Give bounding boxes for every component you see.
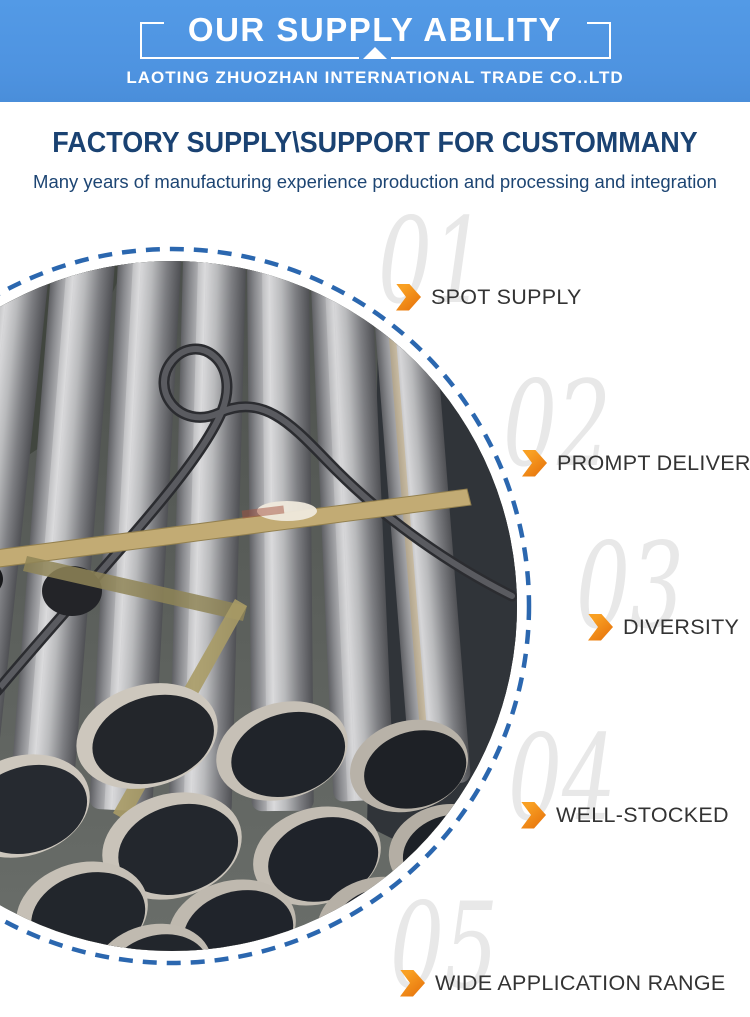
banner-title: OUR SUPPLY ABILITY: [187, 11, 563, 48]
feature-item-wide-application-range: WIDE APPLICATION RANGE: [400, 968, 726, 998]
feature-item-well-stocked: WELL-STOCKED: [521, 800, 729, 830]
feature-item-diversity: DIVERSITY: [588, 612, 739, 642]
arrow-right-icon: [588, 613, 613, 641]
frame-bottom-line-right: [391, 57, 611, 59]
feature-number: 01: [378, 192, 487, 330]
feature-label: WELL-STOCKED: [556, 802, 729, 827]
feature-number: 02: [503, 355, 612, 493]
arrow-right-icon: [400, 969, 425, 997]
frame-corner-left-vertical: [140, 22, 142, 59]
frame-corner-right: [587, 22, 611, 24]
feature-label: DIVERSITY: [623, 614, 740, 639]
page-subtitle: Many years of manufacturing experience p…: [33, 171, 717, 192]
feature-number: 04: [508, 709, 617, 847]
feature-item-prompt-delivery: PROMPT DELIVERY: [522, 448, 750, 478]
feature-number: 05: [390, 877, 499, 1015]
frame-corner-right-vertical: [609, 22, 611, 59]
arrow-right-icon: [522, 449, 547, 477]
feature-item-spot-supply: SPOT SUPPLY: [396, 282, 582, 312]
feature-label: SPOT SUPPLY: [431, 284, 582, 309]
feature-label: WIDE APPLICATION RANGE: [435, 970, 726, 995]
dashed-circle-border: [0, 246, 532, 966]
banner: OUR SUPPLY ABILITY LAOTING ZHUOZHAN INTE…: [0, 0, 750, 102]
pipe-shafts: [0, 261, 471, 817]
feature-label: PROMPT DELIVERY: [557, 450, 750, 475]
company-name: LAOTING ZHUOZHAN INTERNATIONAL TRADE CO.…: [126, 68, 624, 87]
arrow-right-icon: [521, 801, 546, 829]
frame-bottom-line-left: [140, 57, 359, 59]
feature-number: 03: [576, 517, 685, 655]
arrow-right-icon: [396, 283, 421, 311]
triangle-up-icon: [363, 47, 387, 59]
page-title: FACTORY SUPPLY\SUPPORT FOR CUSTOMMANY: [52, 127, 698, 159]
wire-rope: [0, 343, 517, 696]
frame-corner-left: [140, 22, 164, 24]
